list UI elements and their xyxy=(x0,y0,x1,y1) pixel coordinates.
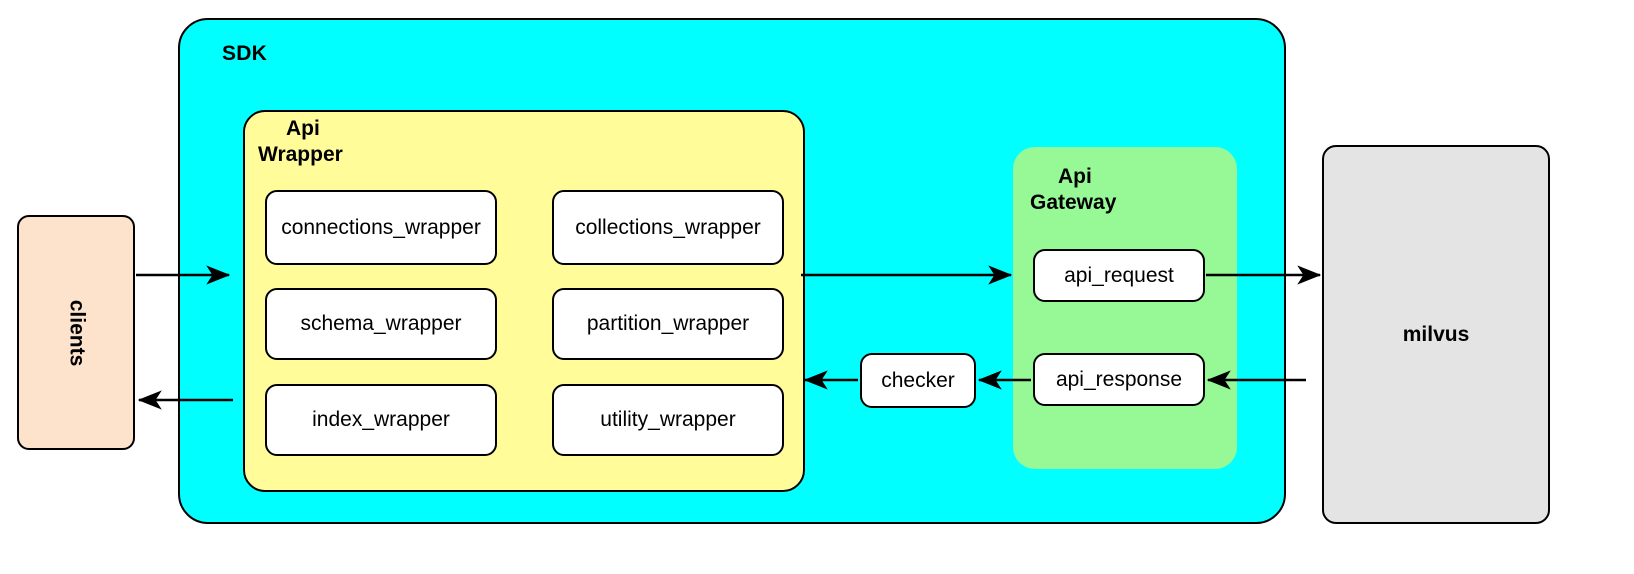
api-wrapper-label-line2: Wrapper xyxy=(258,143,343,166)
node-schema-wrapper-label: schema_wrapper xyxy=(300,312,462,335)
node-collections-wrapper[interactable]: collections_wrapper xyxy=(552,190,784,265)
api-wrapper-label: Api Wrapper xyxy=(258,116,398,168)
node-schema-wrapper[interactable]: schema_wrapper xyxy=(265,288,497,360)
clients-label: clients xyxy=(65,299,88,366)
node-collections-wrapper-label: collections_wrapper xyxy=(575,215,761,239)
api-gateway-label-line1: Api xyxy=(1058,165,1092,188)
clients-box[interactable]: clients xyxy=(17,215,135,450)
node-index-wrapper[interactable]: index_wrapper xyxy=(265,384,497,456)
api-gateway-label: Api Gateway xyxy=(1030,164,1210,216)
node-connections-wrapper-label: connections_wrapper xyxy=(281,215,481,239)
node-connections-wrapper[interactable]: connections_wrapper xyxy=(265,190,497,265)
node-utility-wrapper[interactable]: utility_wrapper xyxy=(552,384,784,456)
node-partition-wrapper-label: partition_wrapper xyxy=(586,312,750,335)
node-checker-label: checker xyxy=(881,368,955,392)
node-checker[interactable]: checker xyxy=(860,353,976,408)
node-api-request[interactable]: api_request xyxy=(1033,249,1205,302)
milvus-label: milvus xyxy=(1402,322,1470,346)
sdk-label: SDK xyxy=(222,42,267,65)
node-partition-wrapper[interactable]: partition_wrapper xyxy=(552,288,784,360)
node-api-request-label: api_request xyxy=(1064,263,1174,287)
node-index-wrapper-label: index_wrapper xyxy=(312,408,450,431)
node-api-response-label: api_response xyxy=(1055,367,1183,391)
milvus-box[interactable]: milvus xyxy=(1322,145,1550,524)
api-gateway-label-line2: Gateway xyxy=(1030,191,1117,214)
node-utility-wrapper-label: utility_wrapper xyxy=(600,408,736,431)
api-gateway-container[interactable] xyxy=(1013,147,1237,469)
node-api-response[interactable]: api_response xyxy=(1033,353,1205,406)
api-wrapper-label-line1: Api xyxy=(286,117,320,140)
